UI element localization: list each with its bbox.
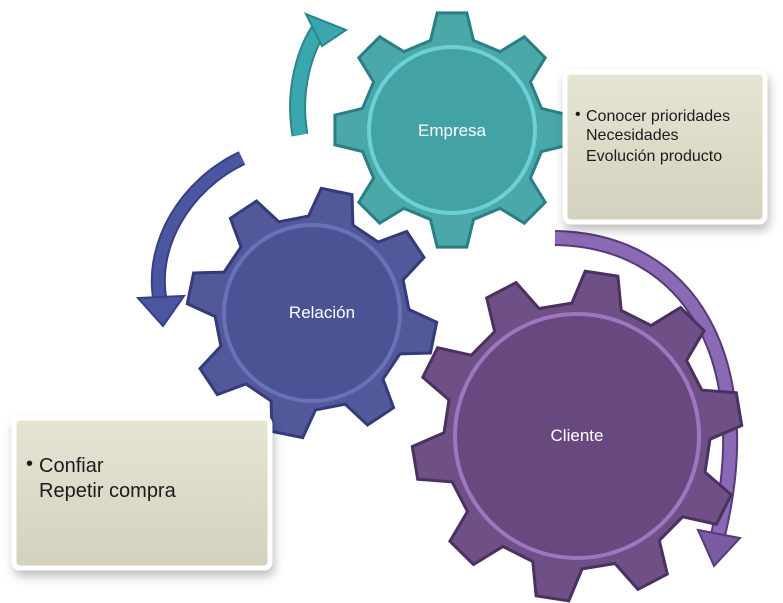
- arrow-purple: [554, 230, 742, 568]
- note-cliente-bullet: •: [26, 453, 33, 475]
- note-cliente-line-2: Repetir compra: [39, 480, 177, 502]
- note-empresa-line-1: Conocer prioridades: [586, 108, 730, 125]
- arrow-teal: [289, 12, 349, 137]
- note-cliente-line-1: Confiar: [39, 455, 104, 477]
- arrow-blue: [135, 151, 246, 328]
- gear-cliente: Cliente: [410, 269, 744, 603]
- gear-label-cliente: Cliente: [551, 426, 604, 445]
- note-empresa-bullet: •: [575, 106, 581, 123]
- note-empresa: • Conocer prioridades Necesidades Evoluc…: [562, 69, 768, 225]
- note-cliente: • Confiar Repetir compra: [11, 415, 273, 571]
- note-empresa-line-3: Evolución producto: [586, 148, 722, 165]
- note-empresa-line-2: Necesidades: [586, 127, 679, 144]
- gear-empresa: Empresa: [333, 11, 571, 249]
- gear-relacion: Relación: [185, 186, 439, 440]
- gear-label-empresa: Empresa: [418, 121, 487, 140]
- gear-label-relacion: Relación: [289, 303, 355, 322]
